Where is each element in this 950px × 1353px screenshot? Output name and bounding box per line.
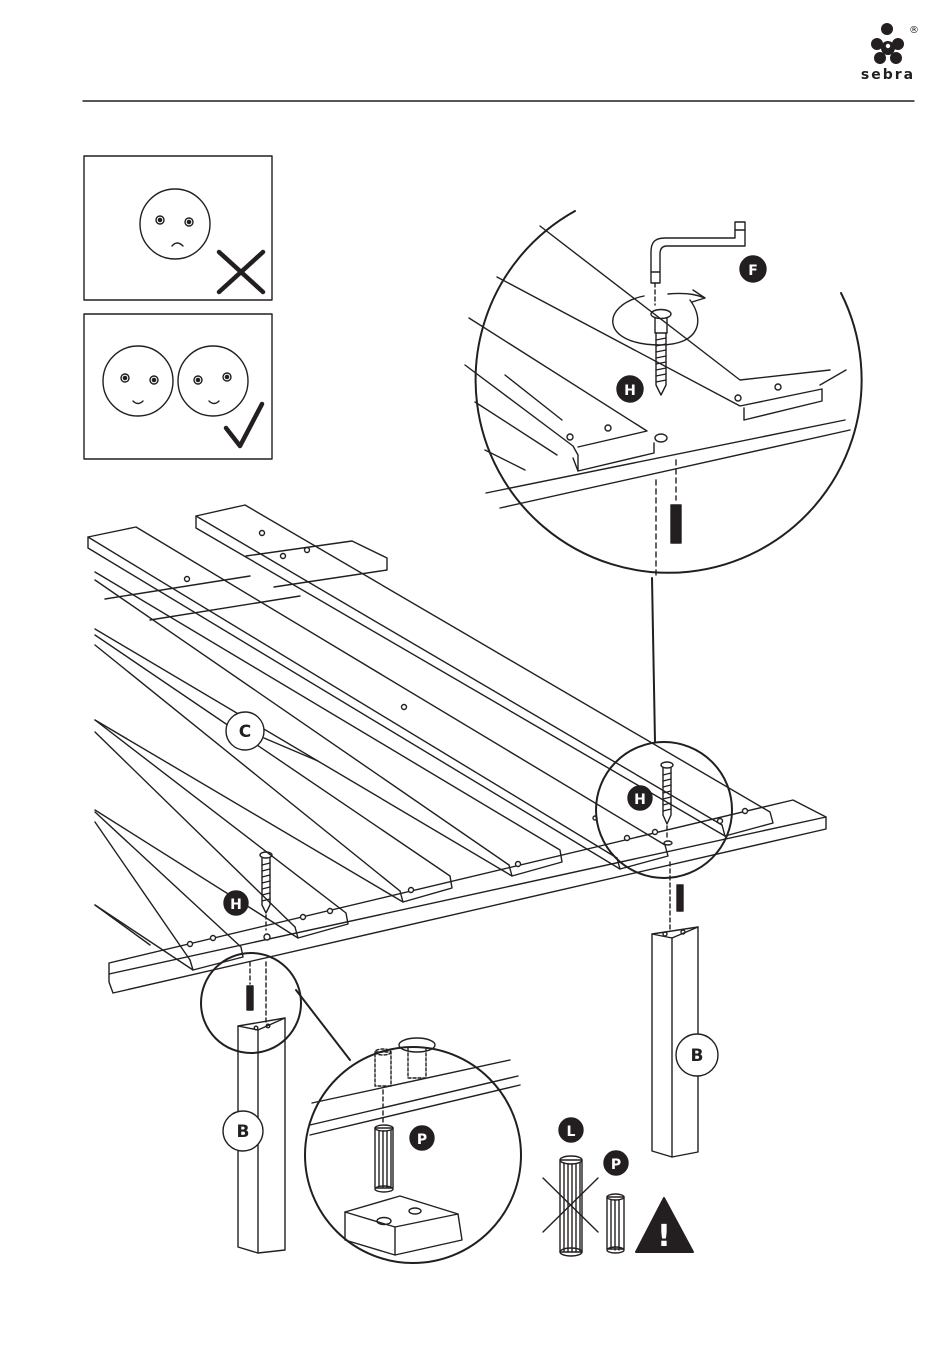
- dowel-comparison: L P !: [543, 1118, 693, 1256]
- label-p-zoom: P: [417, 1132, 427, 1148]
- screw-left: [260, 852, 272, 930]
- slat-6: [95, 812, 243, 970]
- slatted-base-drawing: C H: [88, 505, 826, 993]
- warning-symbol: !: [657, 1219, 671, 1254]
- dowel-p-correct: [607, 1194, 624, 1253]
- sad-face-icon: [140, 189, 210, 259]
- label-b-left: B: [237, 1122, 250, 1142]
- label-c: C: [239, 722, 251, 742]
- label-b-right: B: [691, 1046, 704, 1066]
- label-h-zoom: H: [624, 383, 636, 399]
- right-box: [84, 314, 272, 459]
- top-detail-circle: F H: [465, 211, 862, 575]
- label-l: L: [567, 1124, 576, 1140]
- happy-faces-icon: [103, 346, 248, 416]
- top-rail: [246, 541, 387, 587]
- label-f: F: [748, 263, 758, 279]
- zoom-connector-bottom: [296, 990, 350, 1060]
- warning-icon: !: [636, 1198, 693, 1254]
- dowel-detail-circle: P: [305, 1038, 521, 1263]
- registered-mark: ®: [909, 25, 919, 36]
- wrong-box: [84, 156, 272, 300]
- label-p-part: P: [611, 1157, 621, 1173]
- left-leg-detail-circle: [201, 953, 301, 1053]
- sebra-logo: sebra ®: [861, 23, 919, 83]
- brand-name: sebra: [861, 67, 915, 83]
- cross-icon: [219, 252, 263, 292]
- dowel-l-wrong: [543, 1156, 598, 1256]
- slat-5: [95, 720, 348, 938]
- label-h-mid: H: [634, 792, 646, 808]
- slat-2: [88, 527, 668, 869]
- dowel-p: [375, 1125, 393, 1192]
- screw-zoom: [651, 310, 671, 396]
- zoom-connector-top: [652, 578, 655, 742]
- sebra-logo-mark: [871, 23, 904, 64]
- right-leg: B: [652, 862, 718, 1157]
- label-h-main: H: [230, 897, 242, 913]
